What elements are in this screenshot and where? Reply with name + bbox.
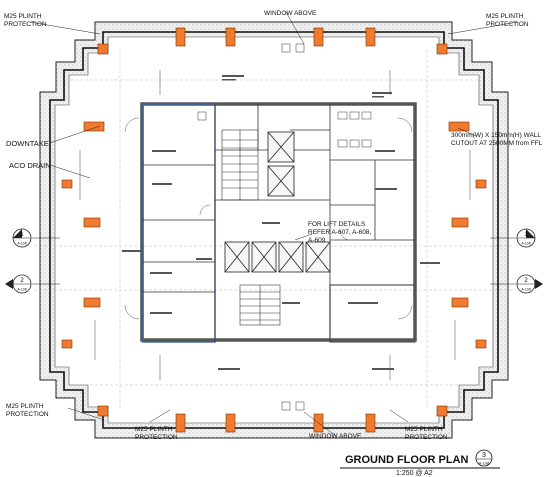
stair-top: [221, 129, 259, 201]
stair-bottom: [239, 284, 281, 326]
svg-text:A-108: A-108: [17, 288, 26, 292]
title-block: GROUND FLOOR PLAN 1:250 @ A2 3 A-108: [340, 449, 500, 477]
fall-arrows: [79, 70, 471, 380]
drawing-scale: 1:250 @ A2: [396, 470, 433, 477]
svg-text:2: 2: [524, 278, 528, 284]
downtake-callout: DOWNTAKE: [6, 139, 49, 148]
svg-text:2: 2: [20, 278, 24, 284]
drawing-number: 3: [482, 452, 486, 459]
drawing-title: GROUND FLOOR PLAN: [345, 454, 468, 466]
partitions: [143, 104, 415, 342]
svg-text:A-108: A-108: [17, 242, 26, 246]
room-label-marks: [122, 75, 440, 370]
section-marker-right-1: 1 A-108: [490, 228, 536, 248]
door-swings: [124, 117, 413, 320]
grid-lines: [34, 50, 512, 410]
plinth-callout-top-right: M25 PLINTH PROTECTION: [486, 13, 529, 28]
section-marker-right-2: 2 A-108: [490, 274, 543, 294]
svg-text:A-108: A-108: [521, 242, 530, 246]
section-marker-left-1: 1 A-108: [12, 228, 60, 248]
window-callout-top: WINDOW ABOVE: [264, 10, 317, 17]
window-callout-bottom: WINDOW ABOVE: [309, 433, 362, 440]
svg-text:1: 1: [20, 232, 24, 238]
plinth-callout-left-low: M25 PLINTH PROTECTION: [6, 403, 49, 418]
svg-text:A-108: A-108: [521, 288, 530, 292]
plinth-callout-bottom-left: M25 PLINTH PROTECTION: [135, 426, 178, 441]
columns: [61, 27, 487, 433]
section-marker-left-2: 2 A-108: [5, 274, 60, 294]
lift-shafts-top: [267, 131, 295, 197]
interior-floor: [54, 36, 494, 424]
plinth-callout-top-left: M25 PLINTH PROTECTION: [4, 13, 47, 28]
lift-shafts-bottom: [224, 241, 331, 273]
outer-wall: [49, 31, 499, 429]
aco-drain-callout: ACO DRAIN: [9, 161, 51, 170]
lift-details-callout: FOR LIFT DETAILS REFER A-607, A-608, A-6…: [308, 221, 373, 244]
drawing-sheet-ref: A-108: [479, 462, 489, 466]
svg-text:1: 1: [524, 232, 528, 238]
leaders: [29, 11, 519, 437]
wall-cutout-callout: 300mm(W) X 150mm(H) WALL CUTOUT AT 2500M…: [451, 132, 543, 147]
plinth-callout-bottom-right: M25 PLINTH PROTECTION: [405, 426, 448, 441]
wc-fixtures: [197, 43, 372, 411]
